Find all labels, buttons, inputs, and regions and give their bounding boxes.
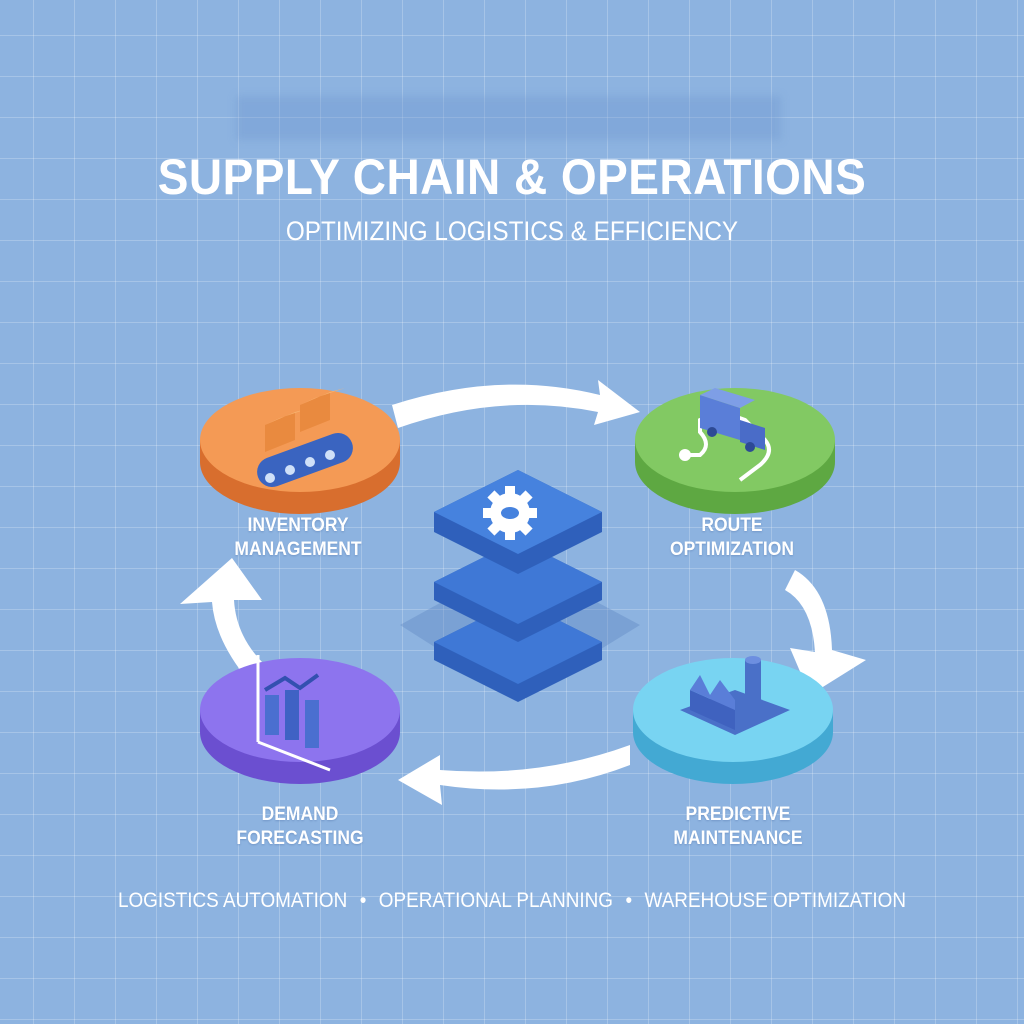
arrow-maintenance-to-forecasting xyxy=(398,745,630,805)
node-maintenance-label: PREDICTIVE MAINTENANCE xyxy=(618,803,857,851)
factory-icon xyxy=(680,656,790,735)
cycle-arrows xyxy=(180,380,866,805)
label-line-2: MANAGEMENT xyxy=(234,539,362,560)
label-line-1: ROUTE xyxy=(701,515,763,536)
label-line-2: OPTIMIZATION xyxy=(670,539,794,560)
footer-tag: LOGISTICS AUTOMATION xyxy=(117,889,348,912)
node-forecasting-disc xyxy=(200,655,400,784)
conveyor-boxes-icon xyxy=(257,388,353,487)
arrow-route-to-maintenance xyxy=(785,570,866,695)
arrow-inventory-to-route xyxy=(392,380,640,428)
arrow-forecasting-to-inventory xyxy=(180,558,262,680)
label-line-2: FORECASTING xyxy=(236,828,364,849)
title-banner xyxy=(236,96,781,140)
footer-tag: OPERATIONAL PLANNING xyxy=(378,889,614,912)
label-line-2: MAINTENANCE xyxy=(673,828,803,849)
delivery-truck-icon xyxy=(700,388,765,452)
bar-chart-icon xyxy=(256,655,331,772)
footer-tags: LOGISTICS AUTOMATION • OPERATIONAL PLANN… xyxy=(51,889,973,913)
gear-icon xyxy=(483,486,537,540)
label-line-1: INVENTORY xyxy=(247,515,349,536)
label-line-1: DEMAND xyxy=(261,804,339,825)
separator: • xyxy=(625,889,633,912)
node-route-disc xyxy=(635,388,835,514)
node-maintenance-disc xyxy=(633,656,833,784)
page-subtitle: OPTIMIZING LOGISTICS & EFFICIENCY xyxy=(285,216,739,246)
page-title: SUPPLY CHAIN & OPERATIONS xyxy=(157,149,867,205)
separator: • xyxy=(359,889,367,912)
node-route-label: ROUTE OPTIMIZATION xyxy=(612,514,851,562)
gear-stack-icon xyxy=(434,470,602,702)
label-line-1: PREDICTIVE xyxy=(685,804,791,825)
node-forecasting-label: DEMAND FORECASTING xyxy=(180,803,419,851)
node-inventory-disc xyxy=(200,388,400,514)
footer-tag: WAREHOUSE OPTIMIZATION xyxy=(644,889,907,912)
node-inventory-label: INVENTORY MANAGEMENT xyxy=(178,514,417,562)
